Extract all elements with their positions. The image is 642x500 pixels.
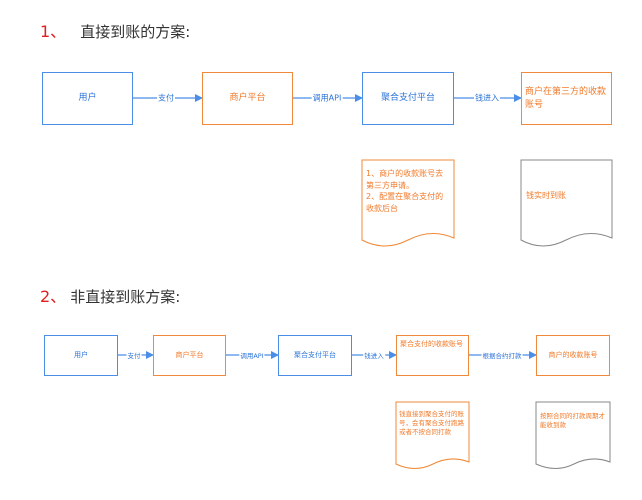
s1-edge-call-api: 调用API (311, 92, 343, 104)
s2-node-aggregator-label: 聚合支付平台 (294, 350, 336, 359)
s1-node-merchant-label: 商户平台 (229, 93, 266, 104)
section1-number: 1、 (40, 22, 67, 41)
s2-note-merchantaccount-text: 按照合同的打款周期才能收到款 (540, 412, 605, 430)
s2-node-aggaccount: 聚合支付的收款账号 (396, 335, 469, 376)
s1-note-thirdparty: 钱实时到账 (526, 190, 608, 202)
s2-edge-money-in: 钱进入 (363, 350, 385, 360)
s1-note-aggregator: 1、商户的收款账号去第三方申请。 2、配置在聚合支付的收款后台 (366, 168, 450, 214)
s1-node-thirdparty: 商户在第三方的收款账号 (521, 72, 612, 125)
s2-node-user-label: 用户 (74, 350, 88, 359)
s1-note-thirdparty-shape (520, 159, 613, 247)
s2-node-merchantaccount: 商户的收款账号 (536, 335, 610, 376)
s2-note-merchantaccount-shape (535, 401, 611, 469)
s1-node-user: 用户 (42, 72, 133, 125)
s1-note-thirdparty-text: 钱实时到账 (526, 191, 566, 200)
s2-note-aggaccount-shape (395, 401, 470, 469)
s1-node-thirdparty-label: 商户在第三方的收款账号 (525, 87, 607, 110)
s1-node-merchant: 商户平台 (202, 72, 293, 125)
s1-edge-money-in: 钱进入 (474, 92, 500, 104)
s2-node-merchantaccount-label: 商户的收款账号 (548, 350, 598, 359)
section2-number: 2、 (40, 287, 67, 306)
section2-title: 非直接到账方案: (70, 288, 181, 306)
s2-node-merchant-label: 商户平台 (175, 350, 204, 359)
s2-note-merchantaccount: 按照合同的打款周期才能收到款 (540, 412, 606, 430)
s2-note-aggaccount-text: 钱直接到聚合支付的账号，会有聚合支付跑路或者不按合同打款 (399, 410, 464, 437)
s1-note-aggregator-shape (361, 159, 455, 247)
s2-node-user: 用户 (44, 335, 118, 376)
s2-node-aggaccount-label: 聚合支付的收款账号 (400, 340, 463, 348)
s2-edge-call-api: 调用API (239, 350, 265, 360)
s2-edge-settle: 根据合约打款 (481, 350, 523, 360)
s1-node-user-label: 用户 (78, 93, 97, 104)
s2-node-aggregator: 聚合支付平台 (278, 335, 352, 376)
section1-heading: 1、直接到账的方案: (40, 18, 190, 42)
s1-note-aggregator-line2: 2、配置在聚合支付的收款后台 (366, 192, 444, 213)
s2-node-merchant: 商户平台 (153, 335, 226, 376)
s1-node-aggregator: 聚合支付平台 (362, 72, 454, 125)
s2-note-aggaccount: 钱直接到聚合支付的账号，会有聚合支付跑路或者不按合同打款 (399, 410, 467, 437)
s2-edge-pay: 支付 (126, 350, 142, 360)
s1-node-aggregator-label: 聚合支付平台 (380, 93, 435, 104)
section1-title: 直接到账的方案: (80, 23, 191, 41)
section2-heading: 2、非直接到账方案: (40, 283, 180, 307)
s1-note-aggregator-line1: 1、商户的收款账号去第三方申请。 (366, 169, 444, 190)
s1-edge-pay: 支付 (157, 92, 175, 104)
